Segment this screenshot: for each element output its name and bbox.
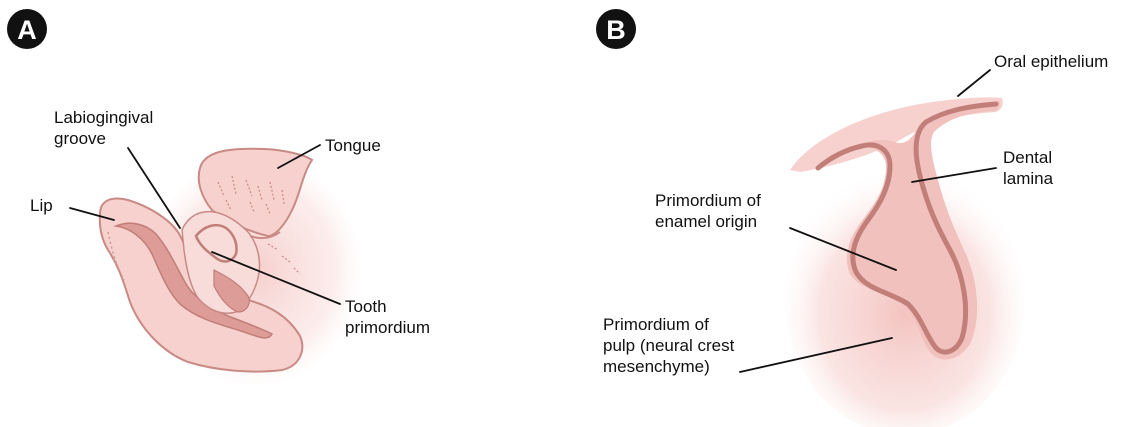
label-labiogingival-1: Labiogingival xyxy=(54,108,153,127)
panel-b-letter: B xyxy=(606,15,626,45)
label-tongue: Tongue xyxy=(325,136,381,155)
leader-oral-epithelium xyxy=(958,70,990,96)
panel-b-badge: B xyxy=(596,9,636,49)
label-tooth-1: Tooth xyxy=(345,297,387,316)
label-dental-1: Dental xyxy=(1003,148,1052,167)
label-dental-2: lamina xyxy=(1003,169,1054,188)
label-labiogingival-2: groove xyxy=(54,129,106,148)
label-tooth-2: primordium xyxy=(345,318,430,337)
panel-a-badge: A xyxy=(7,9,47,49)
label-enamel-2: enamel origin xyxy=(655,212,757,231)
panel-a-letter: A xyxy=(17,15,37,45)
label-pulp-1: Primordium of xyxy=(603,315,709,334)
label-pulp-3: mesenchyme) xyxy=(603,357,710,376)
panel-a: A Labiogingival gro xyxy=(7,9,430,385)
label-enamel-1: Primordium of xyxy=(655,191,761,210)
label-pulp-2: pulp (neural crest xyxy=(603,336,735,355)
label-oral-epithelium: Oral epithelium xyxy=(994,52,1108,71)
label-lip: Lip xyxy=(30,196,53,215)
panel-b: B Oral epithelium Dental lamina Primordi… xyxy=(596,9,1108,427)
